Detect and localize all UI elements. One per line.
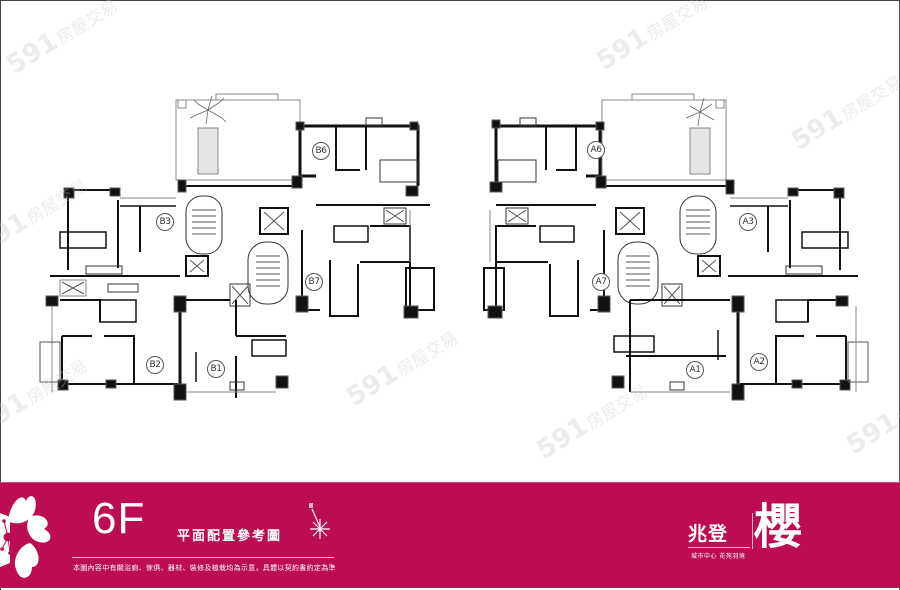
unit-label-a6: A6 [587, 141, 605, 159]
brand-tagline: 城市中心 花苑羽境 [691, 553, 746, 560]
unit-label-b6: B6 [312, 142, 330, 160]
floor-plan-drawing [39, 93, 869, 401]
floor-plan: B6 B3 B7 B2 B1 A6 A3 A7 A1 A2 591房屋交易 59… [0, 0, 900, 466]
divider-line [72, 557, 334, 558]
plan-title: 平面配置參考圖 [177, 529, 283, 544]
unit-label-a7: A7 [592, 273, 610, 291]
unit-label-b3: B3 [156, 213, 174, 231]
brand-divider [752, 513, 753, 549]
brand-name: 兆登 [688, 523, 729, 545]
north-arrow-icon [309, 503, 330, 539]
cherry-blossom-icon [0, 496, 51, 578]
info-banner: 6F 平面配置參考圖 本圖內容中有關浴廁、傢俱、器材、裝修及植栽均為示意，具體以… [0, 482, 900, 588]
unit-label-a1: A1 [686, 361, 704, 379]
unit-label-b1: B1 [207, 360, 225, 378]
unit-label-b7: B7 [305, 273, 323, 291]
disclaimer-text: 本圖內容中有關浴廁、傢俱、器材、裝修及植栽均為示意，具體以契約書約定為準 [73, 564, 336, 572]
unit-label-a2: A2 [750, 353, 768, 371]
unit-label-a3: A3 [739, 213, 757, 231]
unit-label-b2: B2 [146, 356, 164, 374]
brand-character: 櫻 [754, 499, 803, 555]
brand-rule [688, 547, 750, 548]
brand-logo: 兆登 城市中心 花苑羽境 櫻 [688, 499, 828, 575]
floor-number: 6F [92, 494, 146, 543]
